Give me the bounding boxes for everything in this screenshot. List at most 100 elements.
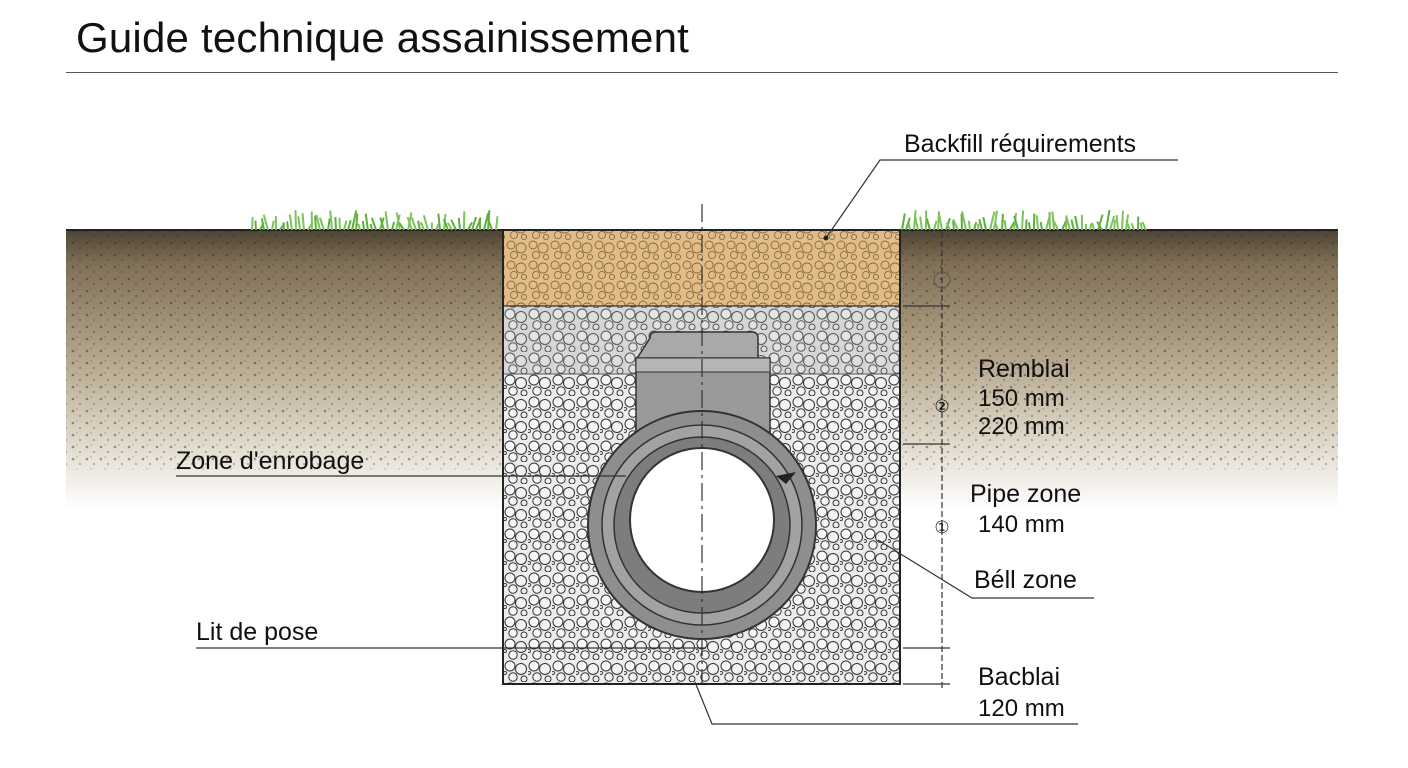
grass-blade: [338, 217, 341, 231]
grass-blade: [937, 212, 943, 231]
grass-blade: [483, 212, 490, 231]
grass-blade: [301, 213, 305, 231]
grass-blade: [450, 219, 457, 231]
grass-blade: [901, 213, 906, 231]
grass-blade: [370, 217, 377, 231]
label-pipe-zone-140: 140 mm: [978, 511, 1065, 538]
title-divider: [66, 72, 1338, 73]
grass-blade: [1091, 222, 1095, 231]
grass-blade: [419, 221, 425, 231]
grass-blade: [395, 212, 401, 231]
label-lit-de-pose: Lit de pose: [196, 618, 318, 646]
label-pipe-zone: Pipe zone: [970, 480, 1081, 508]
grass-blade: [933, 220, 938, 231]
label-zone-enrobage: Zone d'enrobage: [176, 447, 364, 475]
grass-blade: [369, 223, 373, 231]
leader-lines: [176, 159, 1178, 725]
grass-blade: [334, 217, 337, 231]
dimension-marker-top: [933, 271, 951, 289]
label-remblai: Remblai: [978, 355, 1070, 383]
grass-blade: [1115, 215, 1119, 231]
label-bacblai-120: 120 mm: [978, 695, 1065, 722]
grass-blade: [1039, 221, 1043, 231]
dimension-line: [903, 232, 950, 690]
grass-blade: [1125, 220, 1131, 231]
page-title: Guide technique assainissement: [76, 14, 690, 61]
grass-blade: [952, 218, 959, 231]
grass-blade: [315, 214, 321, 231]
grass-blade: [1052, 220, 1059, 231]
grass-blade: [442, 218, 449, 231]
grass-blade: [410, 216, 417, 231]
grass-blade: [1113, 219, 1117, 231]
grass-blade: [495, 216, 499, 231]
grass-blade: [993, 210, 999, 231]
grass-blade: [1003, 219, 1007, 231]
grass-blade: [446, 222, 453, 231]
grass-blade: [1048, 211, 1051, 231]
grass-blade: [355, 213, 359, 231]
grass-blade: [297, 216, 301, 231]
grass-blade: [1139, 222, 1143, 231]
leader-dot-backfill: [823, 235, 829, 241]
grass-blade: [961, 211, 967, 231]
grass-blade: [1027, 222, 1031, 231]
grass-blade: [329, 210, 333, 231]
grass-blade: [467, 221, 473, 231]
grass-blade: [379, 217, 385, 231]
grass-blade: [391, 221, 396, 231]
label-backfill-requirements: Backfill réquirements: [904, 130, 1136, 158]
grass-blade: [925, 218, 931, 231]
grass-blade: [457, 217, 461, 231]
grass-blade: [913, 210, 917, 231]
soil-right: [900, 230, 1338, 510]
grass-blade: [989, 211, 996, 231]
grass-blade: [288, 214, 293, 231]
grass-blade: [1009, 221, 1016, 231]
grass-blade: [357, 223, 361, 231]
grass-blade: [327, 218, 331, 231]
grass-blade: [364, 213, 369, 231]
marker-2: ②: [934, 397, 949, 416]
grass-blade: [384, 211, 389, 231]
grass-blade: [262, 214, 269, 231]
grass-blade: [1109, 215, 1116, 231]
grass-blade: [437, 213, 441, 231]
grass-blade: [1130, 222, 1135, 231]
grass-blade: [351, 210, 358, 231]
grass-blade: [406, 216, 413, 231]
grass: [251, 209, 1147, 231]
grass-blade: [982, 216, 987, 231]
grass-blade: [913, 214, 919, 231]
grass-blade: [1105, 209, 1111, 231]
grass-blade: [907, 223, 911, 231]
label-bell-zone: Béll zone: [974, 566, 1077, 594]
soil-left: [66, 230, 503, 510]
grass-blade: [1065, 217, 1071, 231]
grass-blade: [271, 220, 275, 231]
grass-blade: [361, 220, 365, 231]
grass-blade: [314, 215, 317, 231]
grass-blade: [994, 222, 999, 231]
grass-blade: [1021, 210, 1025, 231]
grass-blade: [1070, 219, 1075, 231]
grass-blade: [945, 222, 951, 231]
grass-blade: [919, 216, 923, 231]
grass-blade: [1013, 215, 1019, 231]
grass-blade: [1035, 215, 1039, 231]
grass-blade: [422, 214, 429, 231]
grass-blade: [471, 216, 478, 231]
grass-blade: [1001, 213, 1004, 231]
grass-blade: [251, 217, 254, 231]
grass-blade: [967, 220, 971, 231]
grass-blade: [286, 221, 289, 231]
grass-blade: [260, 218, 265, 231]
grass-blade: [1096, 221, 1103, 231]
marker-1: ①: [934, 518, 949, 537]
label-remblai-220: 220 mm: [978, 413, 1065, 440]
grass-blade: [318, 217, 325, 231]
grass-blade: [398, 222, 405, 231]
grass-blade: [1121, 210, 1124, 231]
grass-blade: [343, 220, 348, 231]
